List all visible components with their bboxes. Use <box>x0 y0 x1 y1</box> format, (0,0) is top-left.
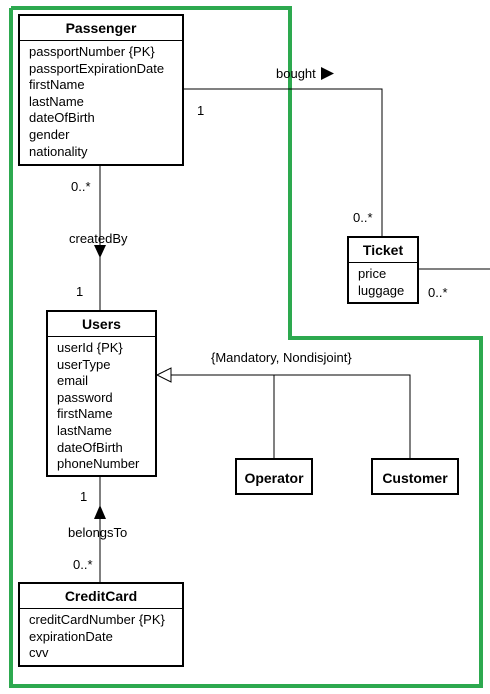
class-users-title: Users <box>48 312 155 337</box>
attribute: email <box>57 373 89 389</box>
bought-passenger-multiplicity: 1 <box>197 103 205 118</box>
belongsto-label: belongsTo <box>68 525 128 540</box>
highlight-region <box>9 6 483 688</box>
bought-label: bought <box>276 66 316 81</box>
attribute: luggage <box>358 282 405 298</box>
attribute: firstName <box>57 406 113 422</box>
bought-association-line <box>183 88 383 236</box>
class-operator[interactable]: Operator <box>235 458 313 495</box>
attribute: password <box>57 389 113 405</box>
attribute: passportExpirationDate <box>29 60 165 76</box>
class-creditcard-attributes: creditCardNumber {PK} expirationDate cvv <box>20 609 182 662</box>
generalization-hollow-triangle-icon <box>155 367 172 383</box>
createdby-passenger-multiplicity: 0..* <box>71 179 91 194</box>
attribute: passportNumber {PK} <box>29 44 155 59</box>
class-ticket[interactable]: Ticket price luggage <box>347 236 419 304</box>
attribute: lastName <box>57 422 112 438</box>
class-users-attributes: userId {PK} userType email password firs… <box>48 337 155 473</box>
bought-ticket-multiplicity: 0..* <box>353 210 373 225</box>
class-ticket-attributes: price luggage <box>349 263 417 299</box>
class-customer-title: Customer <box>382 470 448 486</box>
attribute: price <box>358 266 387 281</box>
belongsto-users-multiplicity: 1 <box>80 489 88 504</box>
attribute: userType <box>57 356 111 372</box>
class-operator-title: Operator <box>244 470 304 486</box>
bought-direction-arrow-icon <box>321 67 334 80</box>
belongsto-creditcard-multiplicity: 0..* <box>73 557 93 572</box>
createdby-direction-arrow-icon <box>94 245 106 258</box>
class-passenger[interactable]: Passenger passportNumber {PK} passportEx… <box>18 14 184 166</box>
attribute: dateOfBirth <box>29 110 95 126</box>
class-creditcard-title: CreditCard <box>20 584 182 609</box>
ticket-right-multiplicity: 0..* <box>428 285 448 300</box>
class-customer[interactable]: Customer <box>371 458 459 495</box>
class-ticket-title: Ticket <box>349 238 417 263</box>
attribute: dateOfBirth <box>57 439 123 455</box>
generalization-constraint: {Mandatory, Nondisjoint} <box>211 350 352 365</box>
class-creditcard[interactable]: CreditCard creditCardNumber {PK} expirat… <box>18 582 184 667</box>
class-passenger-title: Passenger <box>20 16 182 41</box>
belongsto-direction-arrow-icon <box>94 505 106 519</box>
attribute: gender <box>29 126 70 142</box>
attribute: firstName <box>29 77 85 93</box>
attribute: expirationDate <box>29 628 113 644</box>
generalization-line <box>171 374 411 458</box>
createdby-users-multiplicity: 1 <box>76 284 84 299</box>
attribute: nationality <box>29 143 88 159</box>
attribute: creditCardNumber {PK} <box>29 612 165 627</box>
attribute: userId {PK} <box>57 340 123 355</box>
attribute: lastName <box>29 93 84 109</box>
createdby-label: createdBy <box>69 231 128 246</box>
attribute: cvv <box>29 645 49 661</box>
attribute: phoneNumber <box>57 456 140 472</box>
class-users[interactable]: Users userId {PK} userType email passwor… <box>46 310 157 477</box>
class-passenger-attributes: passportNumber {PK} passportExpirationDa… <box>20 41 182 160</box>
